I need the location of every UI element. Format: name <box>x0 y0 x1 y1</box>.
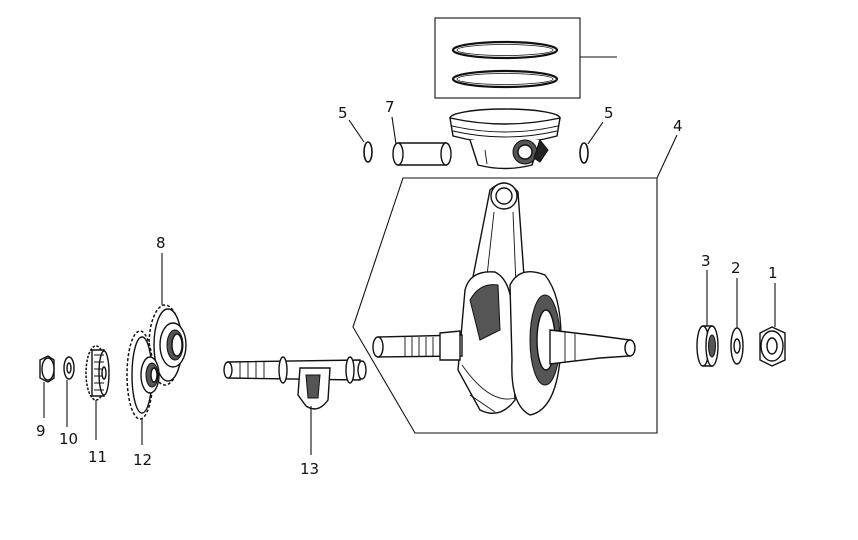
crankshaft-nut: 1 <box>759 264 786 367</box>
crankshaft-right-journal <box>549 329 636 365</box>
circlip-right: 5 <box>579 104 614 164</box>
bearing: 3 <box>696 252 719 367</box>
crankshaft-left-journal <box>372 330 463 361</box>
callout-4: 4 <box>673 117 683 135</box>
callout-13: 13 <box>300 460 319 478</box>
crankshaft-assembly-group: 4 <box>352 117 683 434</box>
crank-webs <box>457 271 562 416</box>
circlip-left: 5 <box>338 104 373 163</box>
callout-1: 1 <box>768 264 778 282</box>
callout-12: 12 <box>133 451 152 469</box>
sprocket-gear: 12 <box>126 330 160 469</box>
callout-5-left: 5 <box>338 104 348 122</box>
callout-2: 2 <box>731 259 741 277</box>
connecting-rod <box>469 182 526 293</box>
callout-11: 11 <box>88 448 107 466</box>
small-washer: 10 <box>59 356 78 448</box>
piston-rings-box <box>434 17 581 99</box>
callout-8: 8 <box>156 234 166 252</box>
callout-5-right: 5 <box>604 104 614 122</box>
callout-3: 3 <box>701 252 711 270</box>
piston-ring-top <box>451 40 559 60</box>
piston-rings-group: 6 <box>434 17 617 99</box>
piston-pin: 7 <box>385 98 452 166</box>
piston <box>449 108 561 170</box>
balance-shaft: 13 <box>223 356 367 478</box>
callout-10: 10 <box>59 430 78 448</box>
callout-9: 9 <box>36 422 46 440</box>
washer: 2 <box>730 259 744 365</box>
callout-7: 7 <box>385 98 395 116</box>
pinion-gear: 11 <box>85 345 110 466</box>
piston-ring-bottom <box>451 69 559 89</box>
small-nut: 9 <box>36 355 55 440</box>
